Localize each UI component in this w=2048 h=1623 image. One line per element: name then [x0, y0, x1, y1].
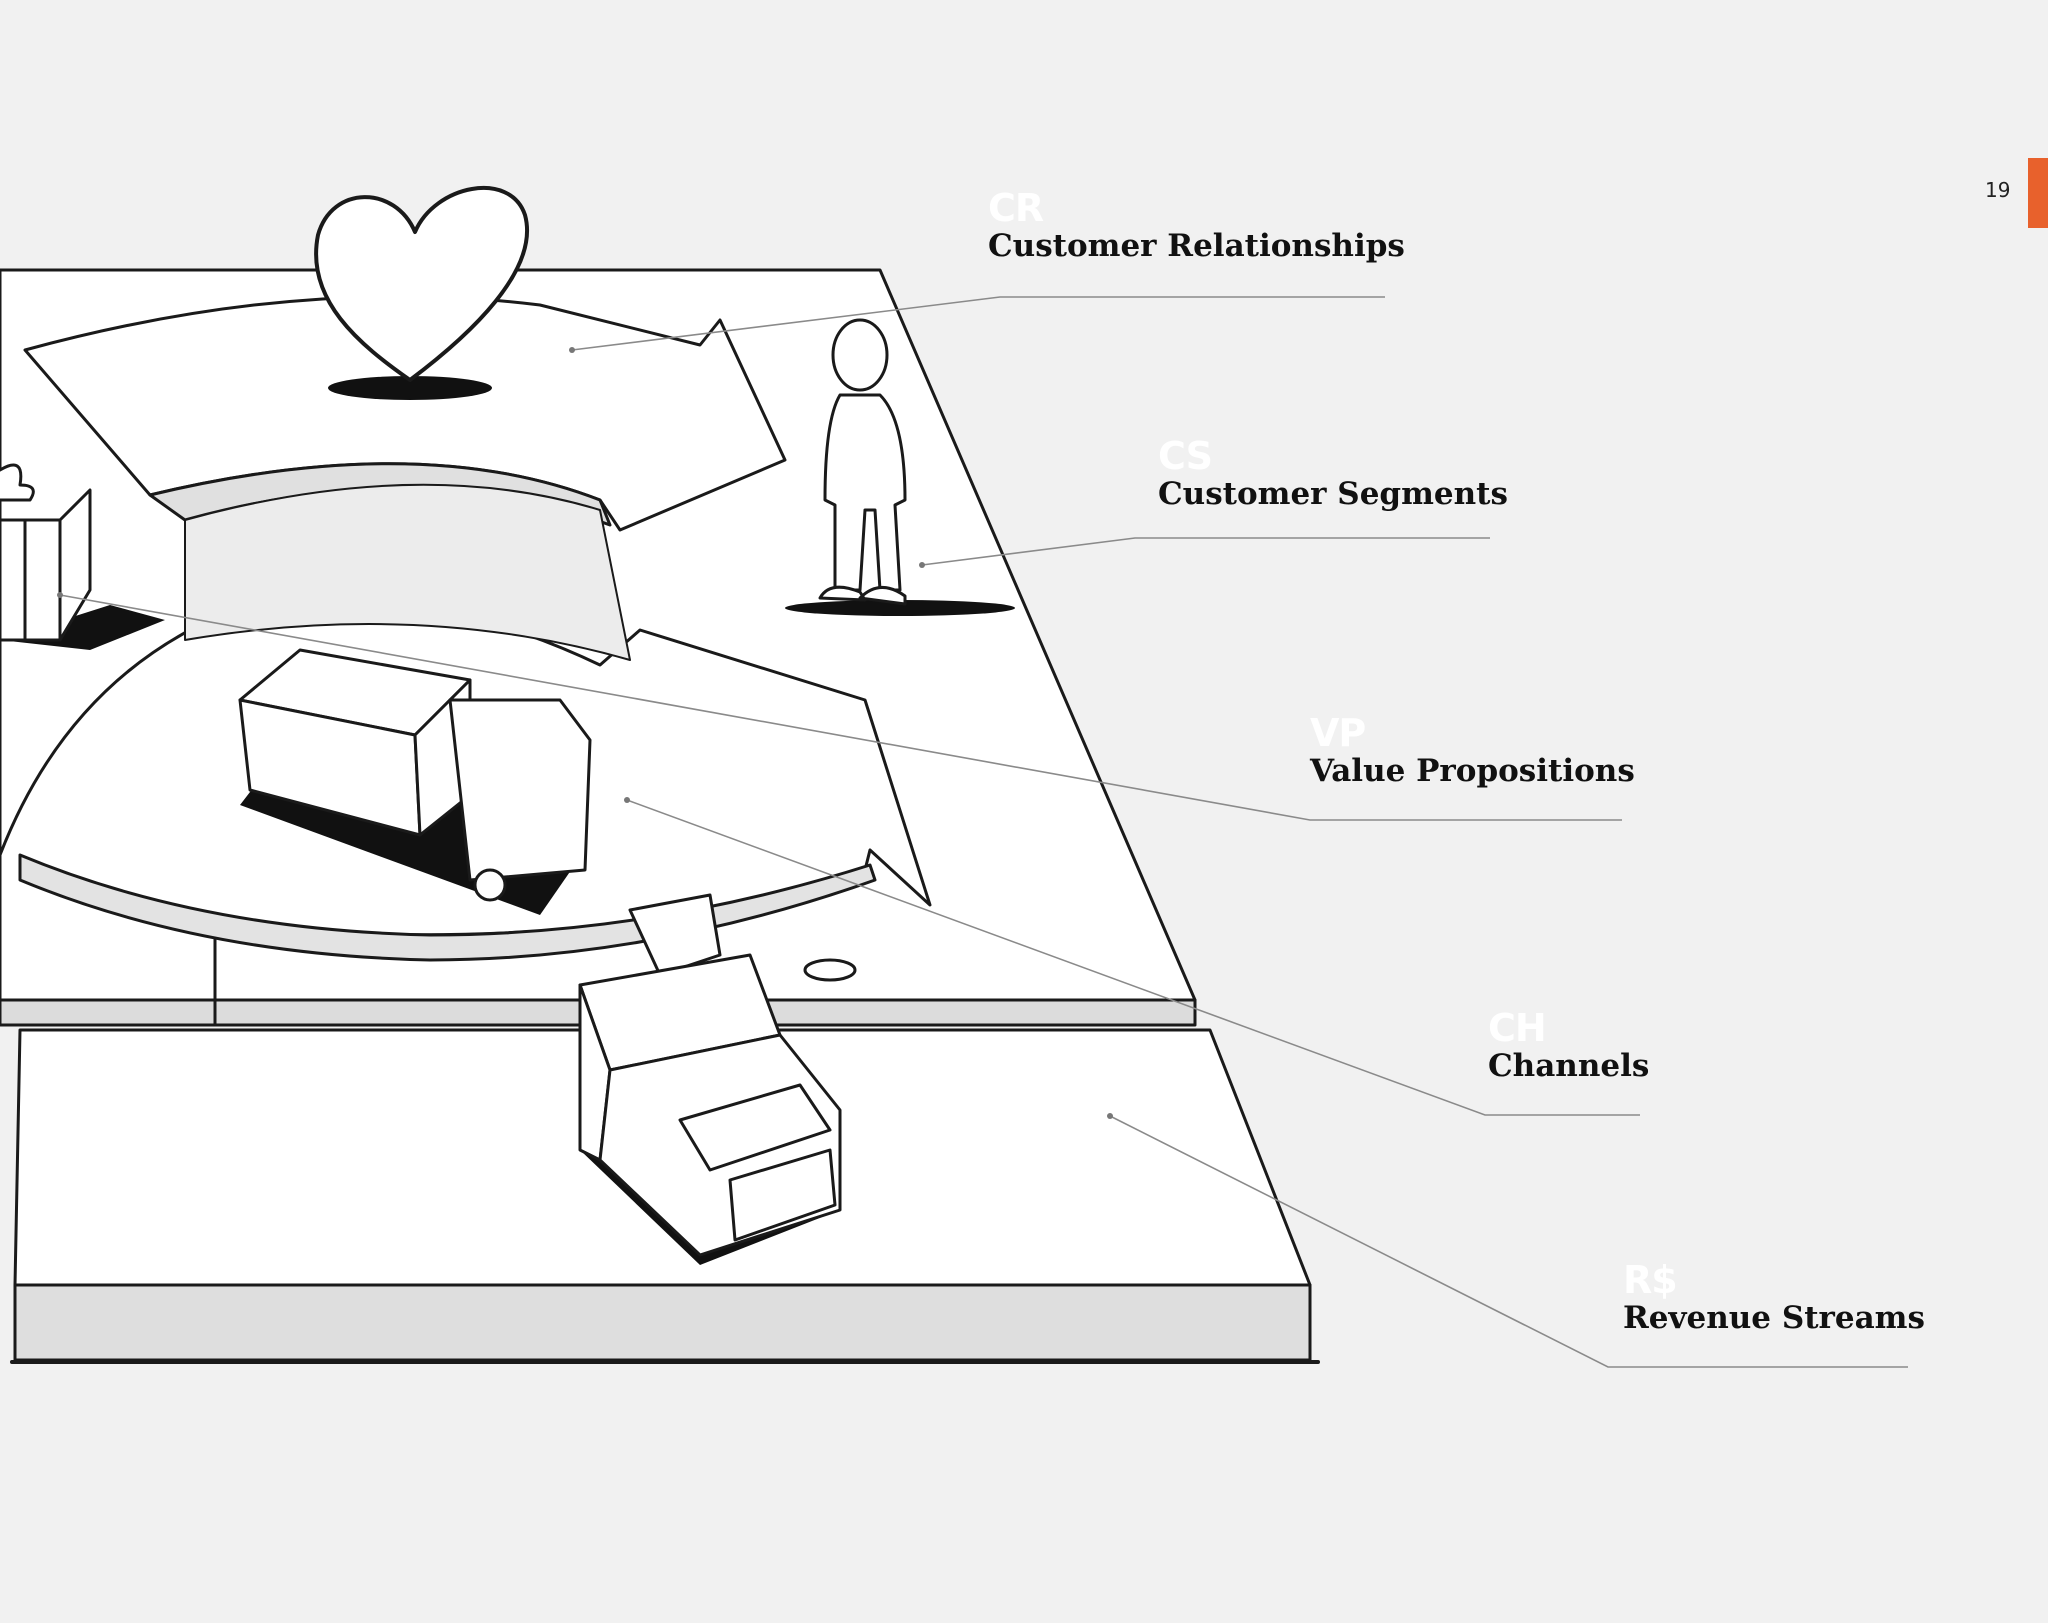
label-abbr: CS	[1158, 434, 1213, 478]
label-channels: CH Channels	[1488, 1008, 1649, 1084]
label-abbr: VP	[1310, 711, 1366, 755]
label-customer-relationships: CR Customer Relationships	[988, 188, 1405, 264]
leader-line-ch	[626, 799, 1640, 1116]
label-value-propositions: VP Value Propositions	[1310, 713, 1635, 789]
label-name: Customer Relationships	[988, 228, 1405, 264]
leader-line-vp	[59, 594, 1622, 821]
cash-register-icon	[578, 893, 857, 1265]
heart-icon	[314, 186, 529, 400]
label-name: Value Propositions	[1310, 753, 1635, 789]
label-name: Customer Segments	[1158, 476, 1508, 512]
upper-platform-side	[0, 998, 222, 1027]
leader-line-rs	[1109, 1115, 1908, 1368]
label-abbr: CH	[1488, 1006, 1547, 1050]
truck-icon	[238, 648, 592, 915]
label-name: Channels	[1488, 1048, 1650, 1084]
gift-icon	[0, 463, 165, 650]
leader-lines	[59, 296, 1908, 1368]
leader-line-cr	[571, 296, 1385, 351]
leader-dots	[57, 347, 1113, 1119]
lower-platform-side	[13, 1283, 1312, 1362]
leader-line-cs	[921, 537, 1490, 566]
label-name: Revenue Streams	[1623, 1300, 1925, 1336]
label-abbr: R$	[1623, 1258, 1678, 1302]
label-revenue-streams: R$ Revenue Streams	[1623, 1260, 1925, 1336]
page-accent-tab	[2028, 158, 2048, 228]
inner-recess	[184, 483, 631, 661]
person-icon	[785, 318, 1015, 616]
label-abbr: CR	[988, 186, 1044, 230]
page-number: 19	[1985, 178, 2011, 202]
label-customer-segments: CS Customer Segments	[1158, 436, 1508, 512]
